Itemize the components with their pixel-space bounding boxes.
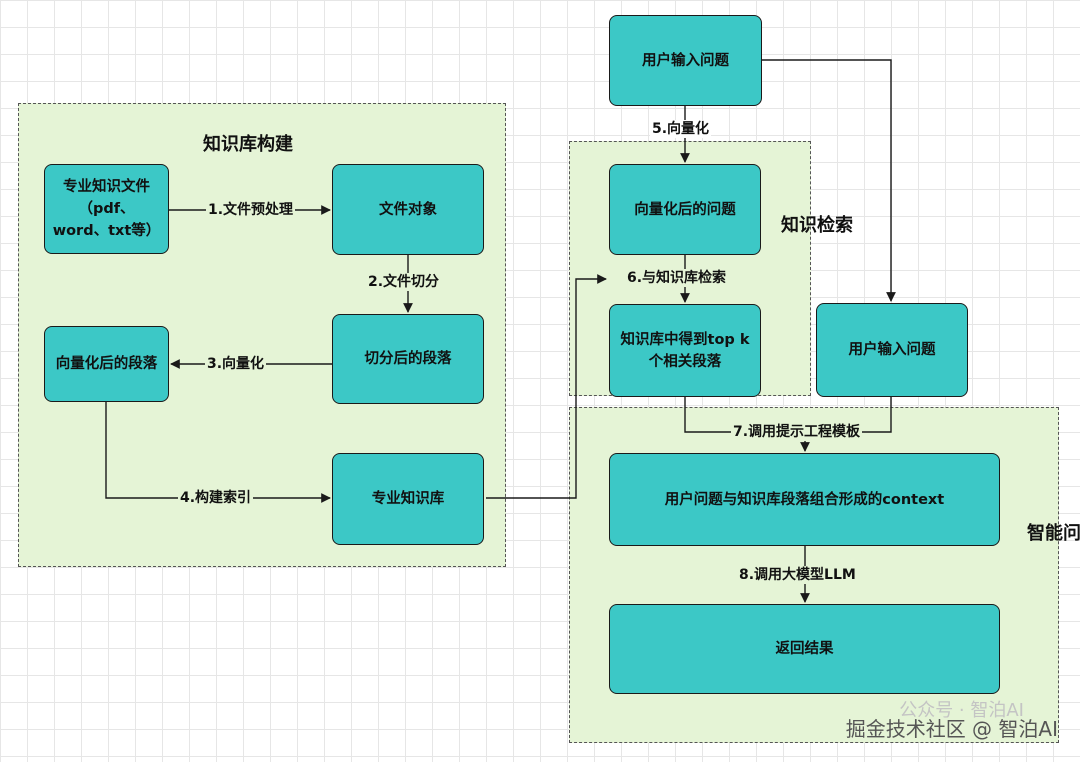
- watermark-ghost: 公众号 · 智泊AI: [899, 700, 1024, 721]
- edge-label-vectorize-question: 5.向量化: [650, 120, 712, 138]
- node-vectorized-paragraphs: 向量化后的段落: [44, 326, 169, 402]
- watermark: 掘金技术社区 @ 智泊AI: [845, 717, 1058, 741]
- edge-label-call-template: 7.调用提示工程模板: [731, 423, 863, 441]
- node-split-paragraphs: 切分后的段落: [332, 314, 484, 404]
- edge-label-file-preprocess: 1.文件预处理: [206, 201, 296, 219]
- edge-label-build-index: 4.构建索引: [178, 489, 254, 507]
- node-vectorized-question: 向量化后的问题: [609, 164, 761, 255]
- node-pro-knowledge-files: 专业知识文件 （pdf、 word、txt等）: [44, 164, 169, 254]
- group-title-knowledge-base-build: 知识库构建: [203, 134, 293, 155]
- node-context: 用户问题与知识库段落组合形成的context: [609, 453, 1000, 546]
- edge-label-search-kb: 6.与知识库检索: [625, 269, 729, 287]
- edge-label-file-split: 2.文件切分: [366, 273, 442, 291]
- edge-kb-to-retrieval: [486, 274, 607, 499]
- edge-build-index: [105, 402, 331, 503]
- node-pro-knowledge-base: 专业知识库: [332, 453, 484, 545]
- node-file-objects: 文件对象: [332, 164, 484, 255]
- edge-label-call-llm: 8.调用大模型LLM: [737, 566, 858, 584]
- edge-question-to-right: [762, 59, 896, 302]
- node-user-question-top: 用户输入问题: [609, 15, 762, 106]
- edge-label-vectorize-paragraphs: 3.向量化: [205, 355, 267, 373]
- node-user-question-right: 用户输入问题: [816, 303, 968, 397]
- node-return-result: 返回结果: [609, 604, 1000, 694]
- node-top-k-paragraphs: 知识库中得到top k 个相关段落: [609, 304, 761, 397]
